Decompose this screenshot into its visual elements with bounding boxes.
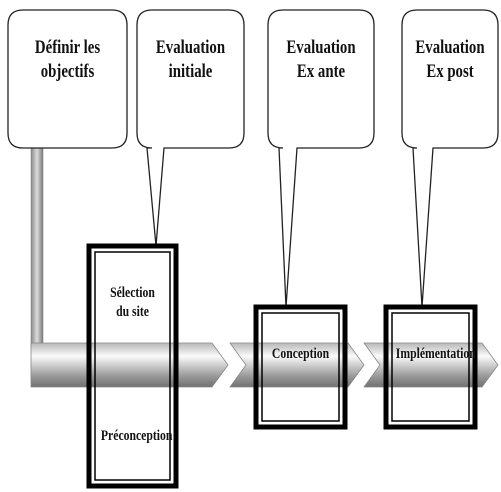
stage-preconception-label: Préconception [100,428,173,444]
callout-ex-ante-line1: Evaluation [286,37,356,58]
callout-ex-post-line2: Ex post [426,60,474,82]
callout-initial-evaluation-line2: initiale [168,60,213,82]
callout-ex-post-evaluation [401,9,499,308]
callout-initial-evaluation [136,9,245,247]
stage-conception-label: Conception [271,346,330,362]
stage-implementation-label: Implémentation [395,346,476,362]
callout-ex-ante-label: Evaluation Ex ante [280,36,363,84]
objectives-connector [30,147,44,349]
callout-objectives-line1: Définir les [34,37,101,58]
callout-initial-evaluation-line1: Evaluation [155,37,226,58]
callout-objectives-label: Définir les objectifs [21,36,114,84]
callout-ex-ante-evaluation [267,9,375,308]
frame-implementation [383,304,478,430]
callout-ex-post-line1: Evaluation [415,37,485,58]
callout-ex-post-label: Evaluation Ex post [413,36,488,84]
stage-site-selection-label: Sélection du site [110,285,155,320]
arrow-segment-1 [30,342,229,388]
callout-objectives-line2: objectifs [40,60,95,82]
arrow-segment-3 [363,342,499,388]
arrow-segment-2 [229,342,365,388]
callout-ex-ante-line2: Ex ante [296,60,346,82]
callout-initial-evaluation-label: Evaluation initiale [149,36,232,84]
frame-site-preconception [86,243,179,489]
callout-objectives [7,9,128,149]
frame-conception [253,304,348,430]
